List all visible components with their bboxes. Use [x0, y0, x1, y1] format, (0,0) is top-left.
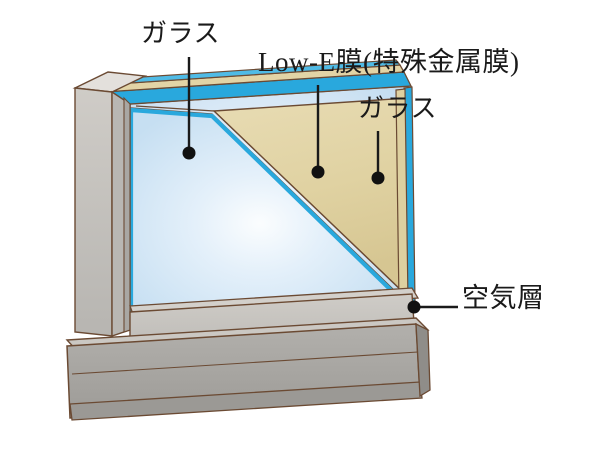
- frame-post-front-face: [74, 87, 113, 337]
- window-sill: [65, 317, 431, 421]
- frame-left-post: [72, 71, 148, 337]
- sill-bottom-lip: [69, 381, 423, 421]
- sill-groove-line: [71, 351, 419, 375]
- label-air-layer: 空気層: [462, 283, 545, 313]
- leader-dot-glass-inner: [371, 171, 385, 185]
- label-glass-inner: ガラス: [358, 94, 437, 123]
- glass-assembly: [95, 59, 416, 320]
- label-glass-outer: ガラス: [141, 19, 220, 48]
- leader-dot-glass-outer: [182, 146, 196, 160]
- sill-right-end-face: [415, 322, 431, 398]
- label-lowe-film: Low-E膜(特殊金属膜): [258, 47, 520, 77]
- leader-lines: [182, 57, 458, 314]
- leader-dot-air: [407, 300, 421, 314]
- leader-dot-lowe: [311, 165, 325, 179]
- frame-post-inner-reveal: [123, 96, 131, 333]
